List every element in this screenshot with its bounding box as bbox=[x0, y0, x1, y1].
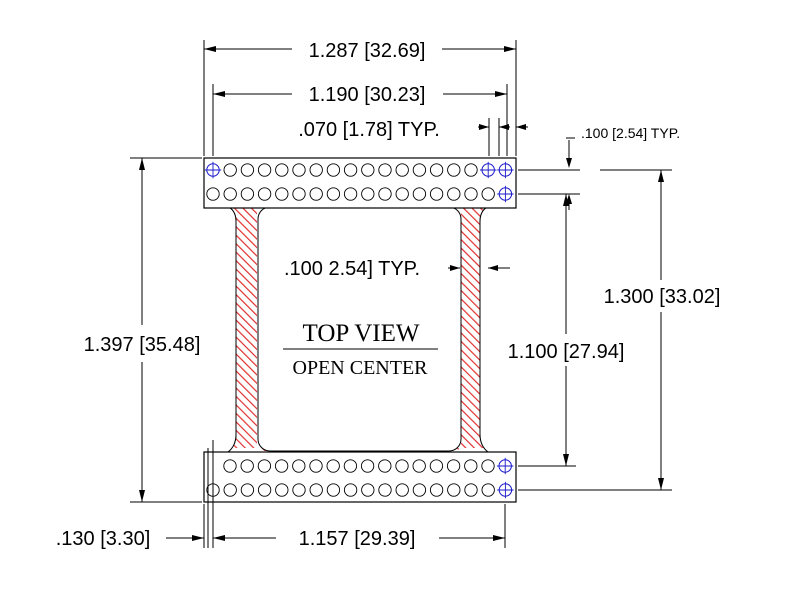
pin-hole bbox=[395, 483, 409, 497]
top-header-strip bbox=[203, 157, 517, 209]
pin-hole bbox=[464, 459, 478, 473]
pin-hole bbox=[395, 459, 409, 473]
pin-hole bbox=[361, 163, 375, 177]
pin-hole bbox=[412, 163, 427, 177]
pin-hole bbox=[360, 459, 375, 473]
pin-hole bbox=[412, 187, 427, 201]
pin-hole bbox=[206, 187, 220, 201]
pin-hole bbox=[395, 163, 409, 177]
dim-overall-width: 1.287 [32.69] bbox=[309, 40, 426, 62]
bottom-header-strip bbox=[203, 451, 517, 503]
pin-hole bbox=[326, 483, 341, 497]
pin-hole bbox=[481, 459, 495, 473]
pin-hole bbox=[447, 187, 461, 201]
pin-hole bbox=[412, 459, 426, 473]
pin-hole bbox=[275, 187, 289, 201]
pin-hole bbox=[257, 187, 272, 201]
left-rail-hatch-mask-top bbox=[204, 208, 236, 452]
pin-hole bbox=[343, 483, 358, 497]
pin-hole bbox=[447, 483, 461, 497]
dim-pad-offset: .070 [1.78] TYP. bbox=[298, 119, 440, 141]
pin-hole bbox=[223, 483, 237, 497]
pin-hole bbox=[223, 163, 237, 177]
pin-hole bbox=[378, 187, 392, 201]
pin-hole bbox=[412, 483, 427, 497]
pin-hole bbox=[292, 163, 306, 177]
view-title: TOP VIEW bbox=[303, 320, 420, 347]
pin-hole bbox=[309, 163, 323, 177]
pin-hole bbox=[292, 483, 306, 497]
pin-hole bbox=[464, 483, 478, 497]
pin-hole bbox=[361, 483, 375, 497]
pin-hole bbox=[309, 483, 323, 497]
pin-hole bbox=[223, 459, 237, 473]
pin-hole bbox=[343, 187, 358, 201]
pin-hole bbox=[240, 163, 255, 177]
dim-row-span-inner: 1.100 [27.94] bbox=[508, 341, 625, 363]
pin-hole bbox=[326, 163, 341, 177]
pin-hole bbox=[343, 459, 358, 473]
pin-hole bbox=[275, 483, 289, 497]
pin-hole bbox=[309, 459, 323, 473]
pin-hole bbox=[240, 187, 255, 201]
pin-hole bbox=[275, 163, 289, 177]
pin-holes bbox=[204, 161, 514, 499]
pin-hole bbox=[292, 187, 306, 201]
pin-hole bbox=[395, 187, 409, 201]
pin-hole bbox=[240, 483, 255, 497]
frame-body bbox=[216, 207, 500, 451]
view-subtitle: OPEN CENTER bbox=[293, 357, 429, 379]
dim-edge-offset: .130 [3.30] bbox=[56, 528, 151, 550]
pin-hole bbox=[257, 163, 272, 177]
pin-hole bbox=[378, 163, 392, 177]
pin-hole bbox=[257, 483, 272, 497]
pin-hole bbox=[223, 187, 237, 201]
pin-hole bbox=[429, 163, 444, 177]
dim-pin-pitch: .100 [2.54] TYP. bbox=[581, 125, 680, 141]
dim-bottom-span: 1.157 [29.39] bbox=[299, 528, 416, 550]
dim-rail-width: .100 2.54] TYP. bbox=[284, 258, 420, 280]
pin-hole bbox=[326, 459, 340, 473]
pin-hole bbox=[447, 163, 461, 177]
dim-overall-height: 1.397 [35.48] bbox=[84, 334, 201, 356]
dim-outer-pitch-span: 1.190 [30.23] bbox=[309, 84, 426, 106]
pin-hole bbox=[429, 459, 444, 473]
pin-hole bbox=[292, 459, 306, 473]
pin-hole bbox=[274, 459, 289, 473]
pin-hole bbox=[326, 187, 341, 201]
pin-hole bbox=[481, 187, 495, 201]
pin-hole bbox=[378, 483, 392, 497]
pin-hole bbox=[361, 187, 375, 201]
pin-hole bbox=[257, 459, 272, 473]
pin-hole bbox=[429, 483, 444, 497]
pin-hole bbox=[446, 459, 461, 473]
pin-hole bbox=[464, 187, 478, 201]
pin-hole bbox=[240, 459, 254, 473]
pin-hole bbox=[343, 163, 358, 177]
pin-hole bbox=[309, 187, 323, 201]
pin-hole bbox=[378, 459, 392, 473]
pin-hole bbox=[429, 187, 444, 201]
right-rail-hatch-mask bbox=[480, 208, 516, 452]
pin-hole bbox=[464, 163, 478, 177]
dim-row-span-outer: 1.300 [33.02] bbox=[604, 286, 721, 308]
pin-hole bbox=[481, 483, 495, 497]
